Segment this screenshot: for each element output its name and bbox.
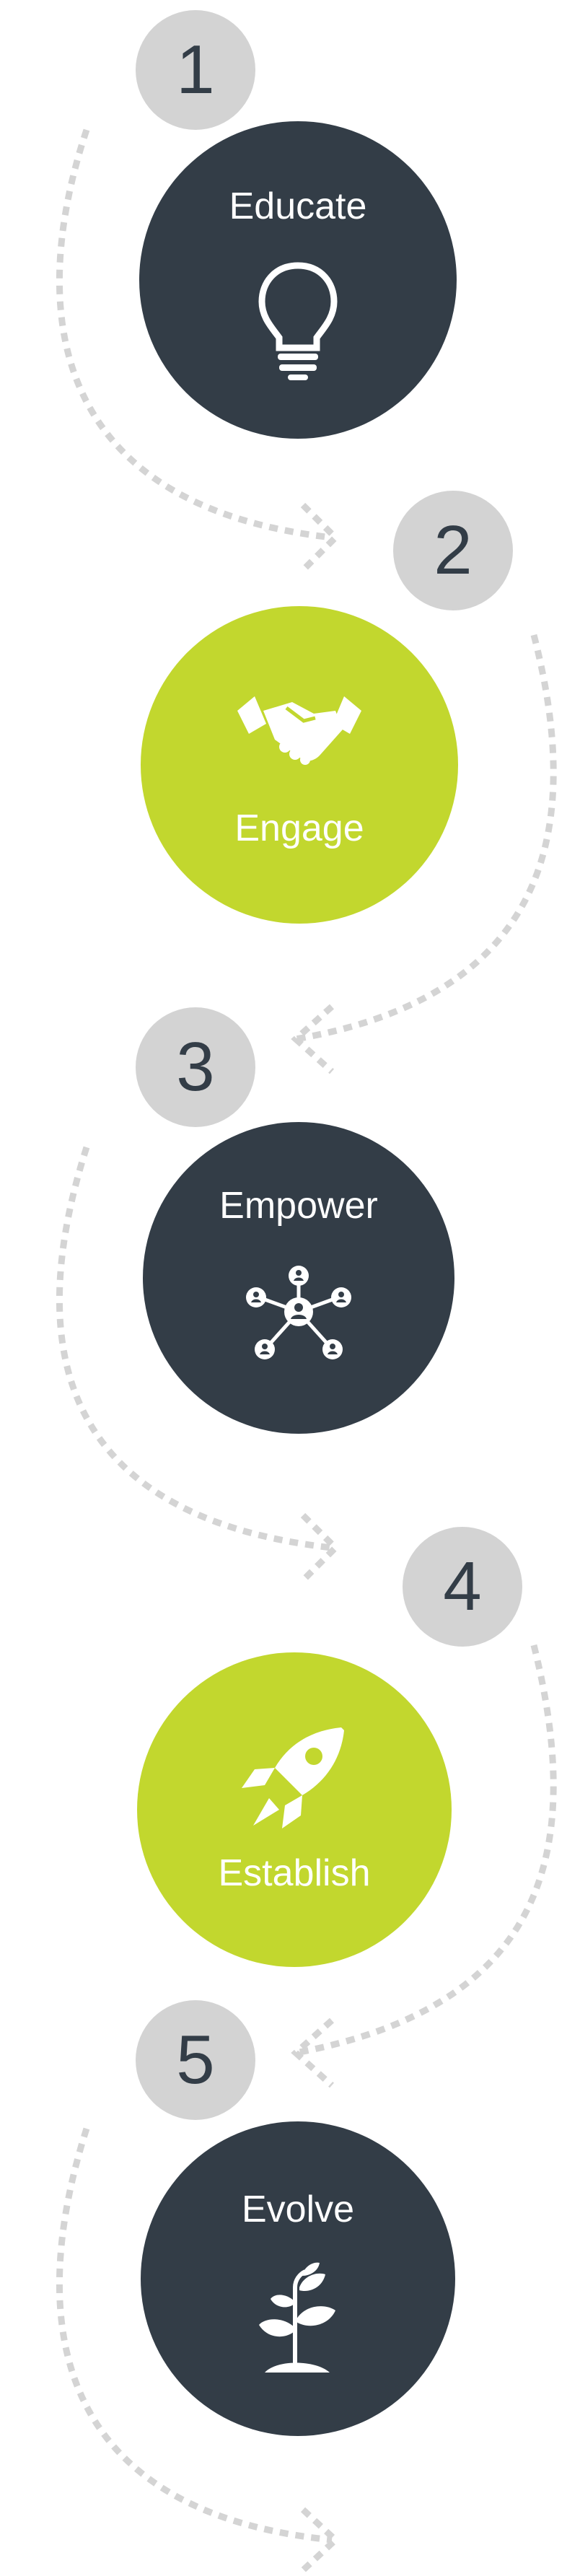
- step-3-circle: Empower: [143, 1122, 454, 1434]
- step-3-label: Empower: [219, 1185, 378, 1227]
- plant-sprout-icon: [259, 2262, 335, 2373]
- lightbulb-icon: [258, 262, 338, 380]
- step-5-circle: Evolve: [141, 2121, 455, 2436]
- handshake-icon: [237, 696, 361, 765]
- step-3-number: 3: [136, 1007, 255, 1127]
- step-2-label: Engage: [234, 807, 364, 849]
- rocket-icon: [242, 1727, 344, 1828]
- step-4-number: 4: [403, 1527, 522, 1647]
- step-5-number: 5: [136, 2000, 255, 2120]
- step-2-circle: Engage: [141, 606, 458, 924]
- step-5-label: Evolve: [241, 2189, 355, 2230]
- step-1-circle: Educate: [139, 121, 457, 439]
- step-4-label: Establish: [218, 1852, 371, 1894]
- network-people-icon: [246, 1266, 351, 1359]
- step-1-number: 1: [136, 10, 255, 130]
- step-2-number: 2: [393, 491, 513, 610]
- step-1-label: Educate: [229, 185, 367, 227]
- step-4-circle: Establish: [137, 1652, 452, 1967]
